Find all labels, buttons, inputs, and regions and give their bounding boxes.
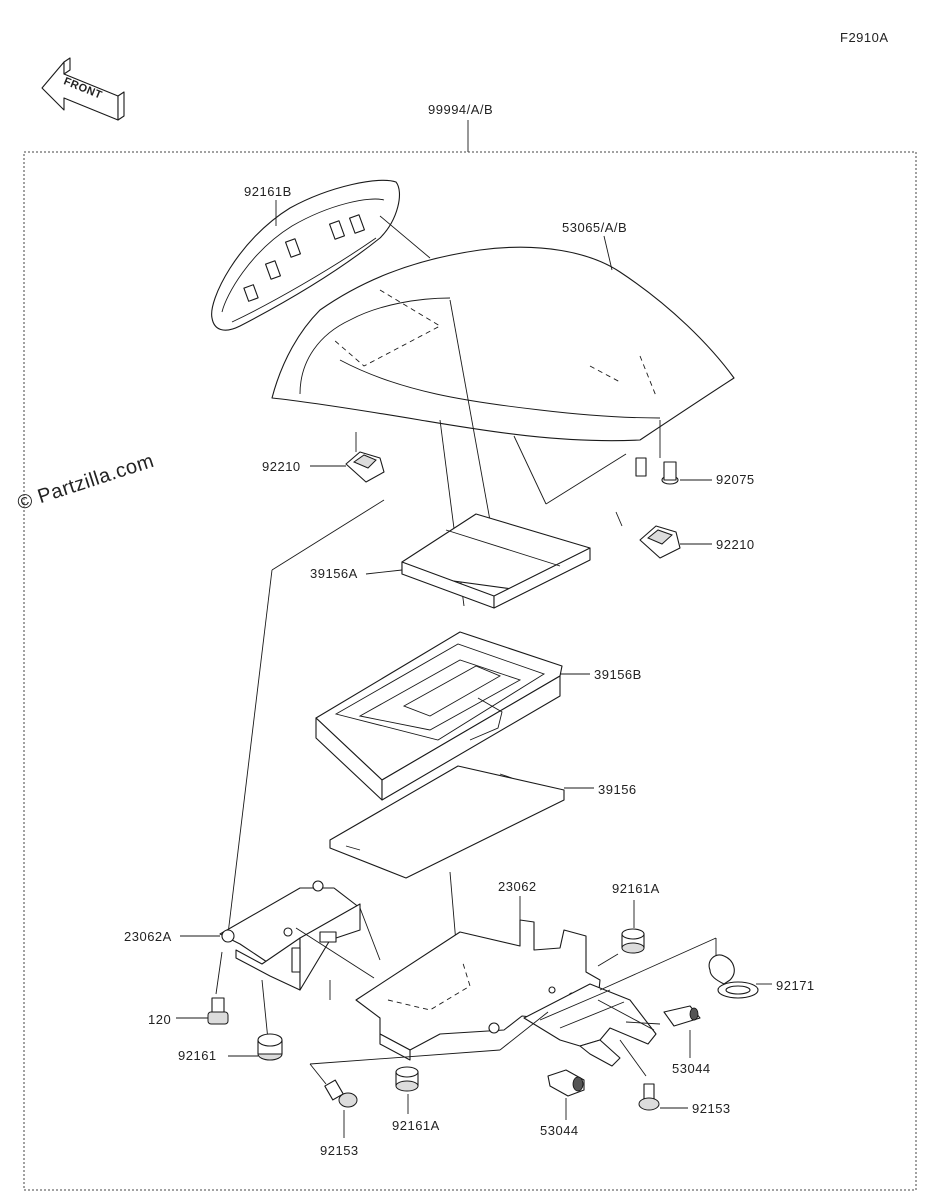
- label-92210-left: 92210: [262, 459, 301, 474]
- part-92153-right-screw: [638, 1083, 660, 1111]
- part-23062A-left-bracket: [219, 880, 361, 991]
- label-53044-right: 53044: [672, 1061, 711, 1076]
- label-120: 120: [148, 1012, 171, 1027]
- assembly-label: 99994/A/B: [428, 102, 493, 117]
- part-92161A-top-damper: [621, 928, 645, 954]
- assembly-frame: [23, 151, 917, 1191]
- label-92075: 92075: [716, 472, 755, 487]
- label-92161: 92161: [178, 1048, 217, 1063]
- label-92161A-top: 92161A: [612, 881, 660, 896]
- label-39156A: 39156A: [310, 566, 358, 581]
- label-92161A-bottom: 92161A: [392, 1118, 440, 1133]
- part-lock-lever-assembly: [523, 983, 657, 1067]
- part-92161A-bottom-damper: [395, 1066, 419, 1092]
- label-53065: 53065/A/B: [562, 220, 627, 235]
- label-92153-bottom: 92153: [320, 1143, 359, 1158]
- front-arrow-icon: FRONT: [41, 57, 125, 121]
- part-92210-left-grommet: [345, 451, 385, 483]
- label-39156B: 39156B: [594, 667, 642, 682]
- label-23062A: 23062A: [124, 929, 172, 944]
- label-92153-right: 92153: [692, 1101, 731, 1116]
- part-53044-right-cap: [663, 1005, 701, 1027]
- label-53044-bottom: 53044: [540, 1123, 579, 1138]
- part-39156A-foam-pad: [401, 513, 591, 609]
- label-92161B: 92161B: [244, 184, 292, 199]
- part-39156B-tray: [315, 631, 563, 801]
- label-39156: 39156: [598, 782, 637, 797]
- part-92210-right-grommet: [639, 525, 681, 559]
- watermark: © Partzilla.com: [15, 450, 157, 515]
- label-92171: 92171: [776, 978, 815, 993]
- part-92171-clamp: [708, 954, 759, 999]
- diagram-code: F2910A: [840, 30, 889, 45]
- label-92210-right: 92210: [716, 537, 755, 552]
- part-92161B-tail-cover: [211, 179, 400, 331]
- part-53065-seat-cover: [271, 246, 735, 442]
- part-120-bolt: [207, 997, 229, 1025]
- part-92161-damper: [257, 1033, 283, 1061]
- part-92075-screw: [635, 457, 679, 485]
- part-53044-bottom-cap: [547, 1069, 585, 1097]
- part-92153-bottom-screw: [324, 1079, 358, 1108]
- part-39156-sheet: [329, 765, 565, 879]
- label-23062: 23062: [498, 879, 537, 894]
